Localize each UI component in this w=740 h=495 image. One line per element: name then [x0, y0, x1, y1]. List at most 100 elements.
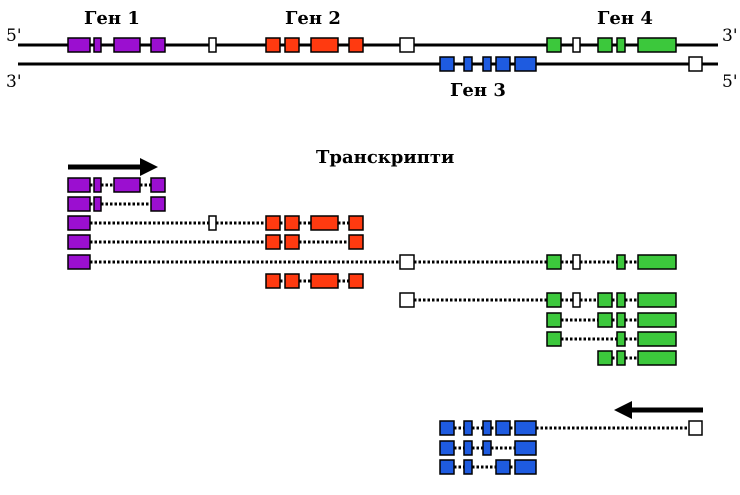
- transcript-exon-b5: [514, 459, 537, 475]
- genome-exon-b1: [439, 56, 455, 72]
- transcript-exon-w2: [399, 254, 415, 270]
- transcript-row: [67, 234, 364, 250]
- genome-exon-w2: [399, 37, 415, 53]
- transcript-exon-b2: [463, 459, 473, 475]
- transcript-exon-r4: [348, 234, 364, 250]
- transcript-exon-b4: [495, 420, 511, 436]
- genome-exon-w4: [688, 56, 703, 72]
- transcript-exon-w3: [572, 254, 581, 270]
- genome-exons: [67, 37, 703, 72]
- transcript-exon-g1: [546, 331, 562, 347]
- transcript-exon-r2: [284, 273, 300, 289]
- gene-1-label: Ген 1: [84, 8, 140, 29]
- transcript-exon-b3: [482, 440, 492, 456]
- top-strand-5prime-label: 5': [6, 26, 22, 46]
- genome-exon-r4: [348, 37, 364, 53]
- transcript-rows: [67, 177, 703, 475]
- transcript-exon-p1: [67, 196, 91, 212]
- transcript-exon-g4: [637, 312, 677, 328]
- genome-exon-b4: [495, 56, 511, 72]
- transcript-exon-b5: [514, 420, 537, 436]
- transcript-exon-p4: [150, 196, 166, 212]
- genome-exon-g1: [546, 37, 562, 53]
- genome-exon-r1: [265, 37, 281, 53]
- transcript-exon-p2: [93, 196, 102, 212]
- transcript-exon-g4: [637, 292, 677, 308]
- transcript-exon-p4: [150, 177, 166, 193]
- genome-exon-g2: [597, 37, 613, 53]
- genome-exon-r2: [284, 37, 300, 53]
- reverse-direction-arrow: [614, 401, 703, 419]
- transcript-exon-b5: [514, 440, 537, 456]
- genome-exon-p4: [150, 37, 166, 53]
- transcript-exon-b2: [463, 440, 473, 456]
- genome-exon-w3: [572, 37, 581, 53]
- gene-3-label: Ген 3: [450, 80, 506, 101]
- transcript-row: [67, 196, 166, 212]
- transcript-exon-r1: [265, 234, 281, 250]
- bottom-strand-3prime-label: 3': [6, 72, 22, 92]
- transcript-exon-b1: [439, 440, 455, 456]
- genome-exon-b3: [482, 56, 492, 72]
- genome-exon-r3: [310, 37, 339, 53]
- transcript-row: [67, 254, 677, 270]
- transcript-row: [399, 292, 677, 308]
- transcript-exon-b3: [482, 420, 492, 436]
- top-strand-3prime-label: 3': [722, 26, 738, 46]
- transcript-exon-r2: [284, 215, 300, 231]
- gene-4-label: Ген 4: [597, 8, 653, 29]
- transcript-exon-r2: [284, 234, 300, 250]
- transcript-row: [546, 312, 677, 328]
- genome-exon-p1: [67, 37, 91, 53]
- gene-2-label: Ген 2: [285, 8, 341, 29]
- transcript-exon-w2: [399, 292, 415, 308]
- transcript-row: [67, 177, 166, 193]
- genome-strands: 5' 3' 3' 5' Ген 1 Ген 2 Ген 4 Ген 3: [6, 8, 738, 101]
- transcript-exon-p1: [67, 215, 91, 231]
- transcript-exon-g1: [546, 312, 562, 328]
- transcript-exon-p1: [67, 254, 91, 270]
- transcript-exon-g2: [597, 292, 613, 308]
- transcript-exon-g4: [637, 254, 677, 270]
- transcript-exon-r1: [265, 215, 281, 231]
- transcript-exon-b2: [463, 420, 473, 436]
- transcript-exon-w1: [208, 215, 217, 231]
- transcript-exon-b1: [439, 420, 455, 436]
- transcript-exon-r4: [348, 215, 364, 231]
- transcript-exon-r1: [265, 273, 281, 289]
- genome-exon-p2: [93, 37, 102, 53]
- forward-direction-arrow: [68, 158, 158, 176]
- transcript-exon-w3: [572, 292, 581, 308]
- transcript-row: [439, 440, 537, 456]
- genome-exon-b2: [463, 56, 473, 72]
- genome-exon-b5: [514, 56, 537, 72]
- genome-exon-p3: [113, 37, 141, 53]
- transcript-exon-g4: [637, 331, 677, 347]
- transcript-row: [439, 420, 703, 436]
- transcript-exon-b1: [439, 459, 455, 475]
- transcript-exon-r3: [310, 273, 339, 289]
- transcript-row: [67, 215, 364, 231]
- transcript-row: [265, 273, 364, 289]
- transcript-exon-g3: [616, 254, 626, 270]
- transcript-exon-g3: [616, 292, 626, 308]
- transcript-exon-b4: [495, 459, 511, 475]
- bottom-strand-5prime-label: 5': [722, 72, 738, 92]
- transcript-exon-g2: [597, 312, 613, 328]
- transcript-exon-p1: [67, 234, 91, 250]
- genome-exon-g3: [616, 37, 626, 53]
- transcript-exon-g1: [546, 292, 562, 308]
- transcript-exon-g2: [597, 350, 613, 366]
- transcripts-title: Транскрипти: [316, 147, 454, 168]
- transcript-exon-g3: [616, 350, 626, 366]
- transcript-exon-w4: [688, 420, 703, 436]
- transcript-exon-r4: [348, 273, 364, 289]
- transcript-exon-p2: [93, 177, 102, 193]
- transcript-exon-g3: [616, 331, 626, 347]
- transcript-exon-r3: [310, 215, 339, 231]
- transcript-exon-p1: [67, 177, 91, 193]
- transcript-exon-g4: [637, 350, 677, 366]
- genome-exon-w1: [208, 37, 217, 53]
- transcript-exon-p3: [113, 177, 141, 193]
